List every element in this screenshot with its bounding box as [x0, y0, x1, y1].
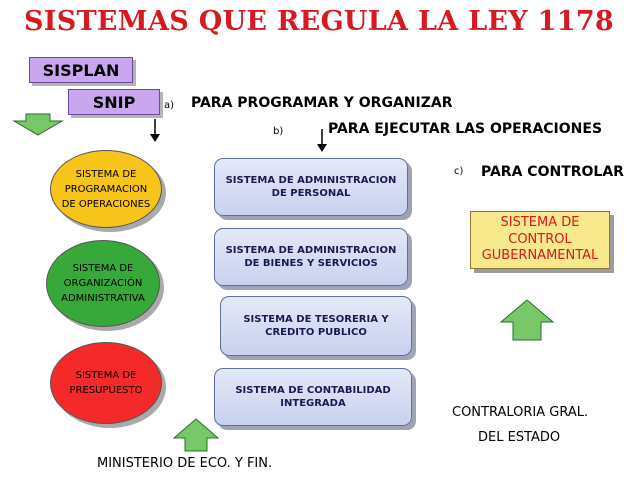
ellipse-line: ORGANIZACIÓN [63, 278, 143, 289]
box-line: SISTEMA DE CONTABILIDAD [235, 384, 391, 396]
ministerio-label: MINISTERIO DE ECO. Y FIN. [97, 456, 273, 471]
box-line: SISTEMA DE TESORERIA Y [243, 313, 389, 325]
box-line: CREDITO PUBLICO [265, 327, 367, 338]
ctrl-line: CONTROL [508, 231, 572, 247]
ellipse-line: SISTEMA DE [72, 263, 134, 274]
label-c-marker: c) [454, 166, 464, 177]
ellipse-organizacion: SISTEMA DE ORGANIZACIÓN ADMINISTRATIVA [46, 240, 160, 327]
ellipse-line: SISTEMA DE [75, 370, 137, 381]
box-tesoreria: SISTEMA DE TESORERIA Y CREDITO PUBLICO [220, 296, 412, 356]
ellipse-presupuesto: SISTEMA DE PRESUPUESTO [50, 342, 162, 424]
ellipse-line: SISTEMA DE [75, 168, 137, 180]
ctrl-line: SISTEMA DE [500, 214, 580, 230]
down-arrow-icon [12, 113, 64, 136]
box-line: INTEGRADA [280, 398, 346, 409]
contraloria-label-2: DEL ESTADO [478, 430, 561, 445]
ellipse-programacion: SISTEMA DE PROGRAMACION DE OPERACIONES [50, 150, 162, 228]
up-arrow-icon [172, 418, 220, 452]
label-c-text: PARA CONTROLAR [481, 164, 624, 180]
snip-tag: SNIP [68, 89, 160, 115]
label-b-text: PARA EJECUTAR LAS OPERACIONES [328, 121, 603, 137]
label-a-marker: a) [164, 100, 175, 111]
box-personal: SISTEMA DE ADMINISTRACION DE PERSONAL [214, 158, 408, 216]
sisplan-tag: SISPLAN [29, 57, 133, 83]
box-line: SISTEMA DE ADMINISTRACION [225, 174, 397, 186]
ellipse-line: PROGRAMACION [64, 183, 148, 195]
box-line: SISTEMA DE ADMINISTRACION [225, 244, 397, 256]
box-control-gubernamental: SISTEMA DE CONTROL GUBERNAMENTAL [470, 211, 610, 269]
ctrl-line: GUBERNAMENTAL [481, 248, 599, 264]
ellipse-line: DE OPERACIONES [61, 198, 151, 210]
ellipse-line: ADMINISTRATIVA [61, 293, 145, 304]
contraloria-label: CONTRALORIA GRAL. [452, 405, 589, 420]
arrow-a-head [150, 134, 160, 142]
label-b-marker: b) [273, 126, 284, 137]
box-line: DE BIENES Y SERVICIOS [244, 258, 378, 269]
up-arrow-icon [499, 299, 555, 341]
box-line: DE PERSONAL [271, 188, 351, 199]
label-a-text: PARA PROGRAMAR Y ORGANIZAR [191, 95, 453, 111]
arrow-b-head [317, 144, 327, 152]
ellipse-line: PRESUPUESTO [69, 385, 143, 396]
box-bienes: SISTEMA DE ADMINISTRACION DE BIENES Y SE… [214, 228, 408, 286]
box-contabilidad: SISTEMA DE CONTABILIDAD INTEGRADA [214, 368, 412, 426]
page-title: SISTEMAS QUE REGULA LA LEY 1178 [23, 6, 615, 37]
